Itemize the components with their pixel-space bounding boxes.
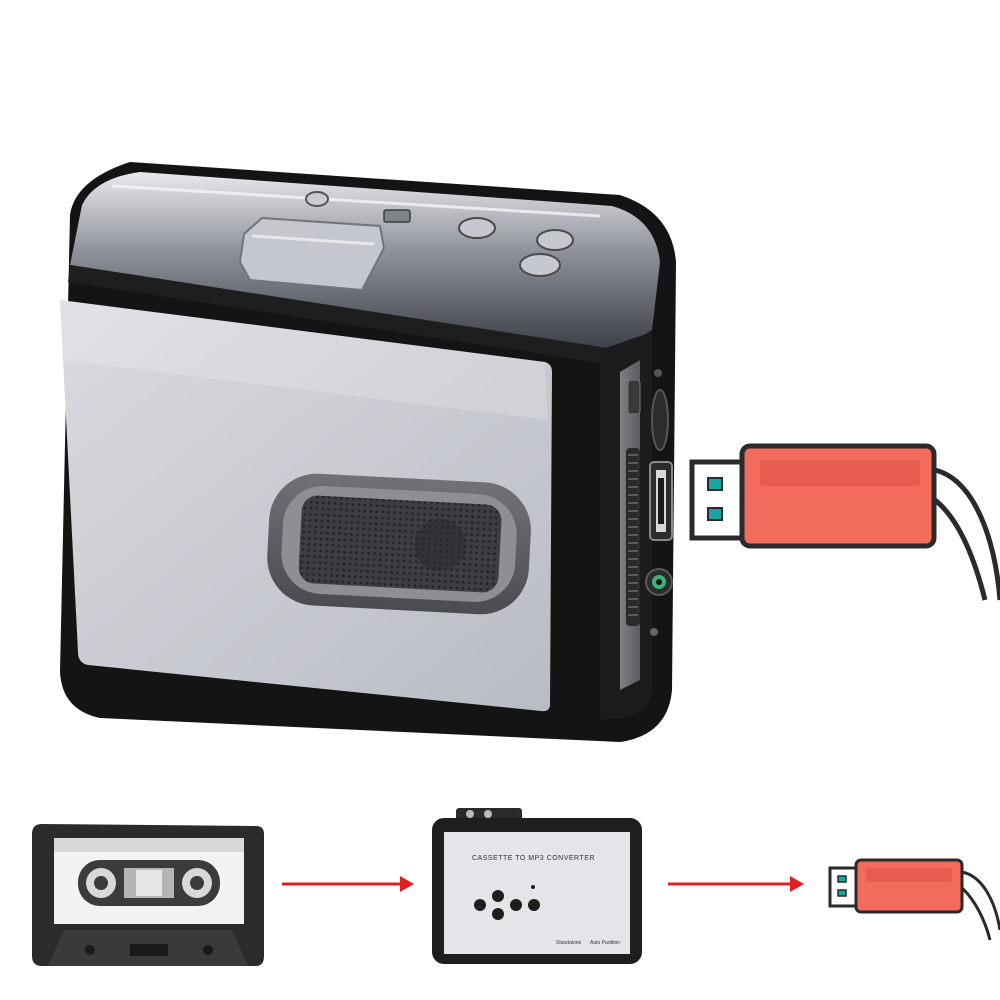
- usb-drive-large: [689, 443, 1000, 601]
- headphone-jack: [645, 568, 673, 596]
- next-button: [536, 229, 574, 251]
- mode-switch: [383, 209, 411, 223]
- device-icon-footer-right: Auto Partition: [590, 940, 621, 946]
- side-screw: [650, 628, 658, 636]
- usb-contact-top: [707, 477, 723, 491]
- usb-port: [649, 461, 673, 541]
- side-led: [654, 369, 662, 377]
- power-button: [305, 191, 329, 207]
- volume-wheel: [626, 448, 640, 626]
- usb-cable: [933, 467, 1000, 601]
- lid-tab: [238, 216, 386, 292]
- device-icon-title: CASSETTE TO MP3 CONVERTER: [472, 855, 595, 862]
- cassette-converter-device: [60, 162, 676, 742]
- play-button: [458, 217, 496, 239]
- side-switch: [627, 379, 641, 415]
- flow-arrow-1: [282, 876, 414, 892]
- device-icon-footer-left: Standalone: [556, 940, 582, 946]
- usb-contact-bottom: [707, 507, 723, 521]
- prev-button: [519, 253, 561, 277]
- cassette-tape-icon: [32, 824, 264, 966]
- side-jog-wheel: [651, 389, 669, 451]
- cassette-window: [267, 473, 531, 615]
- top-controls: [238, 191, 574, 292]
- converter-device-icon: [432, 808, 642, 964]
- flow-arrow-2: [668, 876, 804, 892]
- usb-drive-icon: [828, 858, 1000, 941]
